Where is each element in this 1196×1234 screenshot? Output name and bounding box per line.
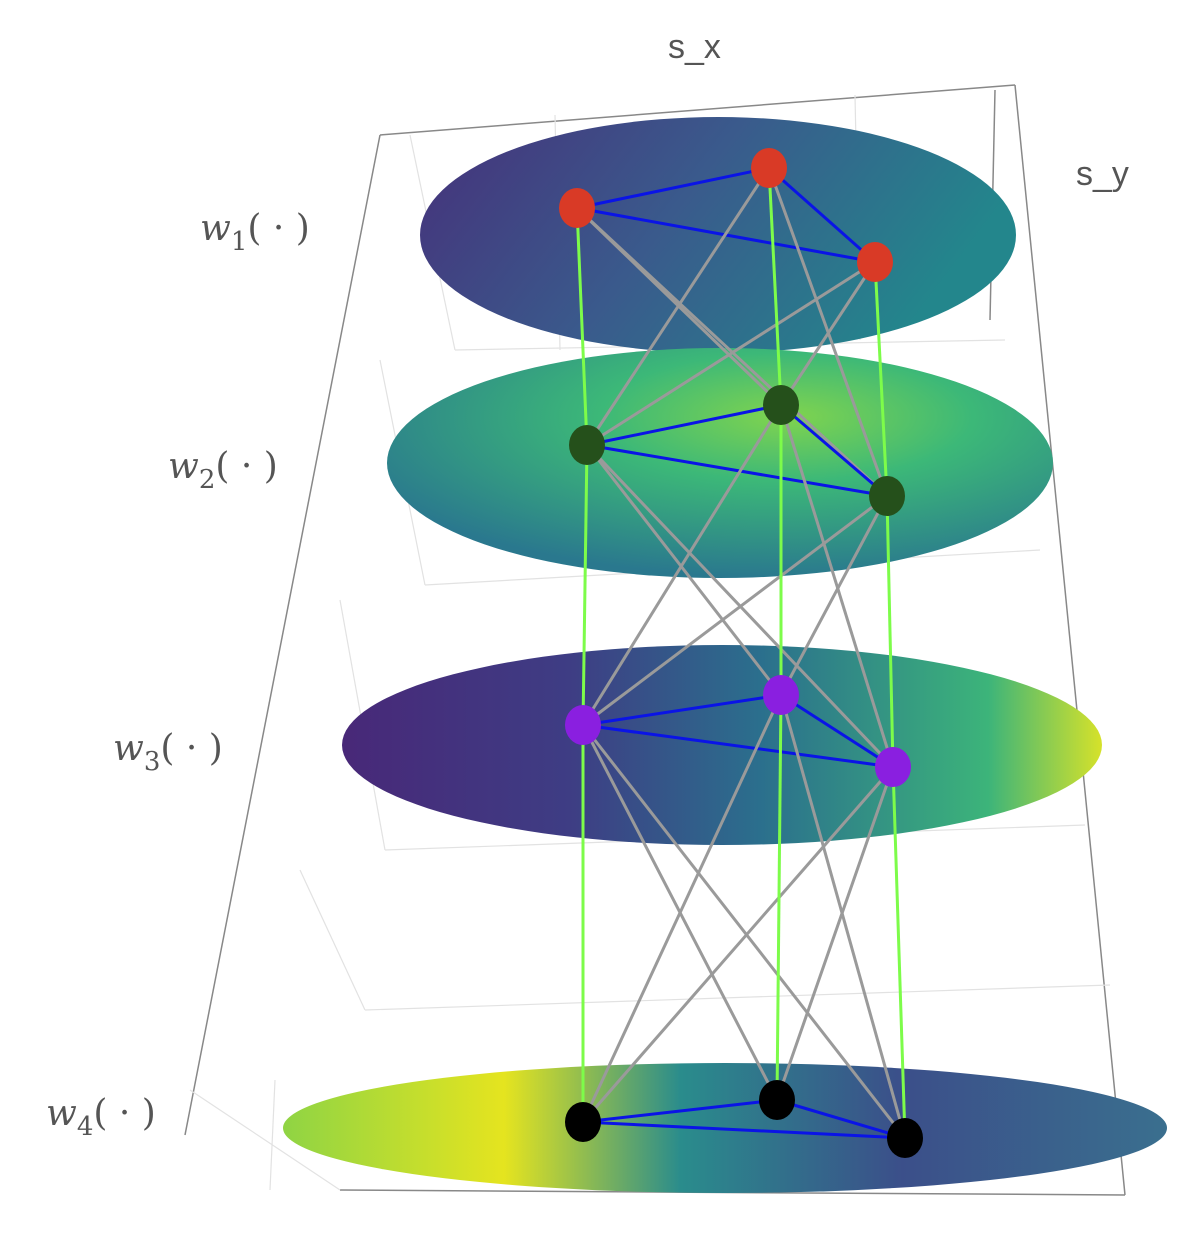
label-suffix: ( · ) — [93, 1093, 155, 1134]
cross-layer-edge — [586, 260, 876, 447]
cross-layer-edge — [581, 724, 907, 1139]
intra-layer-edge — [582, 723, 894, 769]
same-node-edge — [581, 444, 589, 726]
grid-line — [299, 869, 366, 1011]
label-name: w — [168, 446, 199, 487]
node-w4-1 — [565, 1102, 601, 1142]
same-node-edge — [873, 261, 889, 497]
axis-label-sy: s_y — [1076, 155, 1129, 193]
axis-line — [379, 84, 1016, 136]
cross-layer-edge — [582, 494, 888, 727]
cross-layer-edge — [585, 167, 771, 446]
cross-layer-edge — [779, 495, 889, 696]
intra-layer-edge — [586, 403, 782, 447]
label-suffix: ( · ) — [247, 208, 309, 249]
label-name: w — [46, 1093, 77, 1134]
intra-layer-edge — [780, 403, 888, 498]
node-w4-2 — [759, 1080, 795, 1120]
cross-layer-edge — [581, 404, 783, 726]
same-node-edge — [575, 207, 589, 446]
same-node-edge — [775, 694, 783, 1101]
node-w3-2 — [763, 675, 799, 715]
label-name: w — [200, 208, 231, 249]
label-subscript: 2 — [199, 465, 216, 495]
intra-layer-edge — [582, 693, 782, 727]
axis-label-sx: s_x — [668, 28, 721, 66]
layer-label-w3: w3( · ) — [113, 728, 223, 777]
label-name: w — [113, 728, 144, 769]
node-w2-1 — [569, 425, 605, 465]
axis-line — [184, 134, 381, 1136]
node-w4-3 — [887, 1118, 923, 1158]
intra-layer-edge — [780, 693, 894, 769]
same-node-edge — [885, 495, 895, 768]
intra-layer-edge — [582, 1120, 906, 1140]
node-w1-2 — [751, 148, 787, 188]
cross-layer-edge — [779, 694, 907, 1139]
cross-layer-edge — [779, 404, 895, 768]
node-w3-3 — [875, 747, 911, 787]
node-w1-1 — [559, 188, 595, 228]
edges — [575, 166, 907, 1140]
node-w3-1 — [565, 705, 601, 745]
intra-layer-edge — [586, 443, 888, 498]
layer-label-w2: w2( · ) — [168, 446, 278, 495]
layer-label-w1: w1( · ) — [200, 208, 310, 257]
same-node-edge — [891, 766, 907, 1139]
intra-layer-edge — [776, 1098, 906, 1140]
nodes — [559, 148, 923, 1158]
layer-plane-w2 — [387, 348, 1053, 578]
label-subscript: 4 — [77, 1112, 94, 1142]
grid-line — [364, 984, 1111, 1011]
cross-layer-edge — [779, 261, 877, 406]
label-suffix: ( · ) — [160, 728, 222, 769]
intra-layer-edge — [576, 166, 770, 210]
grid-line — [189, 1089, 341, 1191]
label-subscript: 1 — [231, 227, 248, 257]
layer-label-w4: w4( · ) — [46, 1093, 156, 1142]
label-suffix: ( · ) — [215, 446, 277, 487]
node-w2-3 — [869, 476, 905, 516]
node-w2-2 — [763, 385, 799, 425]
label-subscript: 3 — [144, 747, 161, 777]
cross-layer-edge — [581, 766, 895, 1123]
cross-layer-edge — [775, 766, 895, 1101]
axis-line — [1014, 84, 1126, 1196]
intra-layer-edge — [582, 1098, 778, 1124]
cross-layer-edge — [581, 694, 783, 1123]
same-node-edge — [767, 167, 783, 406]
cross-layer-edge — [585, 444, 783, 696]
grid-line — [269, 1079, 276, 1191]
node-w1-3 — [857, 242, 893, 282]
intra-layer-edge — [768, 166, 876, 264]
